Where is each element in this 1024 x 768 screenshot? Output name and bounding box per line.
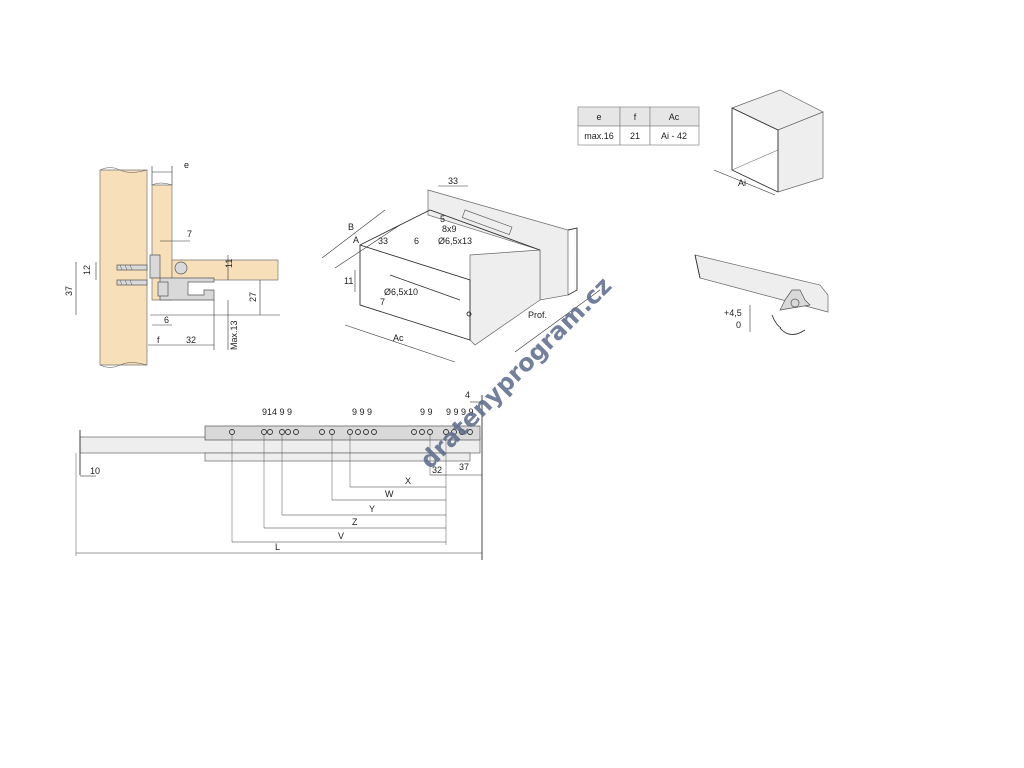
- dim-32-slide: 32: [432, 465, 442, 475]
- table-value-f: 21: [630, 131, 640, 141]
- hole-65x10: Ø6,5x10: [384, 287, 418, 297]
- dim-11-mid: 11: [344, 276, 353, 286]
- dim-33-mid: 33: [378, 236, 388, 246]
- dim-5: 5: [440, 214, 445, 224]
- drawer-isometric-view: 33 5 8x9 Ø6,5x13 B A 33 6 11 Ø6,5x10 7 A…: [321, 176, 601, 363]
- table-header-e: e: [596, 112, 601, 122]
- hole-spacing-group-3: 9 9: [420, 407, 433, 417]
- table-value-ac: Ai - 42: [661, 131, 687, 141]
- table-value-e: max.16: [584, 131, 614, 141]
- dim-6: 6: [164, 315, 169, 325]
- cabinet-section-view: e 7 11 12 37 27 6 f 32 Max.13: [64, 160, 280, 368]
- runner-detail-view: +4,5 0: [694, 254, 829, 335]
- dim-Y: Y: [369, 504, 375, 514]
- dim-7-mid: 7: [380, 297, 385, 307]
- dimension-table: e f Ac max.16 21 Ai - 42: [577, 106, 700, 146]
- dim-prof: Prof.: [528, 310, 547, 320]
- table-header-ac: Ac: [669, 112, 680, 122]
- dim-37-slide: 37: [459, 462, 469, 472]
- hole-65x13: Ø6,5x13: [438, 236, 472, 246]
- dim-Ai: Ai: [738, 178, 746, 188]
- adj-plus: +4,5: [724, 308, 742, 318]
- slide-holes: [229, 429, 473, 435]
- dim-X: X: [405, 476, 411, 486]
- dim-4: 4: [465, 390, 470, 400]
- dim-6-mid: 6: [414, 236, 419, 246]
- dim-27: 27: [248, 292, 258, 302]
- dim-V: V: [338, 531, 344, 541]
- dim-L: L: [275, 542, 280, 552]
- dim-7-top: 7: [187, 229, 192, 239]
- dim-Z: Z: [352, 517, 358, 527]
- hole-spacing-group-2: 9 9 9: [352, 407, 372, 417]
- table-header-f: f: [634, 112, 637, 122]
- adj-zero: 0: [736, 320, 741, 330]
- dim-10: 10: [90, 466, 100, 476]
- dim-12: 12: [82, 265, 92, 275]
- screw-icon: [116, 264, 148, 286]
- cabinet-box-view: Ai: [713, 89, 824, 196]
- dim-B: B: [348, 222, 354, 232]
- dim-33-top: 33: [448, 176, 458, 186]
- hole-8x9: 8x9: [442, 224, 457, 234]
- dim-Ac: Ac: [393, 333, 404, 343]
- dim-max13: Max.13: [229, 320, 239, 350]
- dim-e: e: [184, 160, 189, 170]
- slide-long-view: 914 9 9 9 9 9 9 9 9 9 9 9 4 10 32 37 X W…: [75, 390, 483, 560]
- hole-spacing-group-1: 914 9 9: [262, 407, 292, 417]
- dim-32: 32: [186, 335, 196, 345]
- dim-A: A: [353, 235, 359, 245]
- hole-spacing-group-4: 9 9 9 9: [446, 407, 474, 417]
- dim-f: f: [157, 335, 160, 345]
- dim-11: 11: [224, 259, 234, 268]
- dim-37: 37: [64, 286, 74, 296]
- adjust-arrow-icon: [779, 327, 806, 335]
- dim-W: W: [385, 489, 394, 499]
